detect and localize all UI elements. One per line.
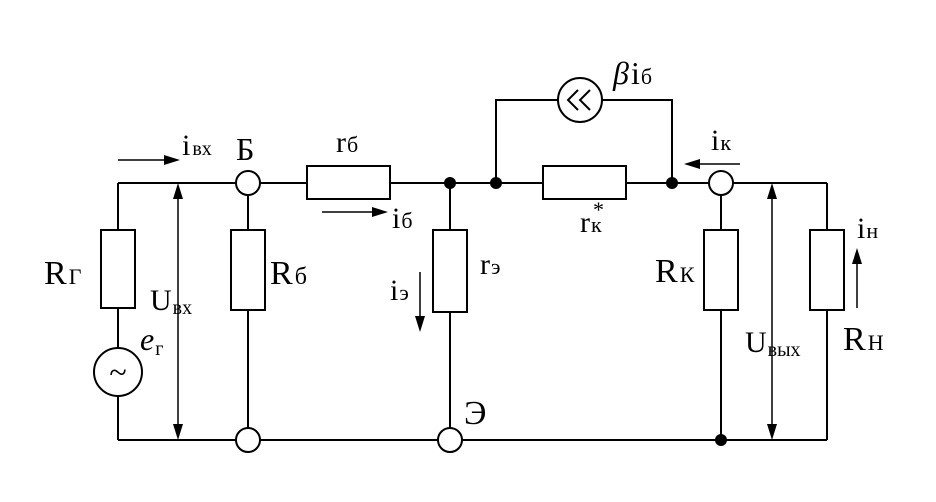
terminal-emitter-bottom: [437, 427, 463, 453]
label-r-collector: RК: [655, 253, 695, 290]
i-n-arrow-head: [852, 248, 862, 264]
label-i-b: iб: [392, 202, 413, 235]
label-node-emitter: Э: [464, 395, 486, 432]
i-k-arrow-head: [684, 159, 700, 169]
resistor-r-collector-star: [542, 165, 627, 200]
label-r-emitter: rэ: [480, 248, 500, 281]
label-i-k: iк: [711, 124, 731, 157]
current-source-chevron-1: [566, 89, 579, 111]
i-e-arrow-head: [415, 316, 425, 332]
resistor-r-load: [809, 229, 845, 311]
label-u-out: Uвых: [745, 326, 801, 361]
label-r-load: RН: [843, 321, 884, 358]
label-current-source: βiб: [612, 55, 652, 91]
resistor-r-base: [230, 229, 266, 311]
label-e-gen: eг: [140, 321, 163, 360]
junction-source-left: [490, 177, 502, 189]
ac-symbol: ~: [109, 354, 126, 390]
junction-emitter-top: [444, 177, 456, 189]
u-in-arrow-head-top: [173, 183, 183, 199]
ac-source-icon: [93, 347, 143, 397]
i-b-arrow-head: [372, 207, 388, 217]
resistor-r-emitter: [432, 229, 468, 313]
junction-source-right: [666, 177, 678, 189]
label-i-n: iн: [857, 212, 878, 245]
terminal-base-bottom: [235, 427, 261, 453]
label-r-collector-star: rк: [580, 206, 602, 239]
label-r-collector-star-sup: *: [593, 197, 604, 222]
label-node-base: Б: [236, 131, 254, 167]
label-r-base: Rб: [270, 255, 307, 292]
terminal-collector-top: [708, 170, 734, 196]
source-loop-left: [495, 99, 558, 183]
label-i-e: iэ: [390, 274, 409, 307]
resistor-r-gen: [100, 229, 136, 309]
current-source-chevron-2: [578, 89, 591, 111]
source-loop-right: [602, 99, 673, 183]
junction-collector-bottom: [715, 434, 727, 446]
i-in-arrow-head: [164, 155, 180, 165]
label-u-in: Uвх: [150, 284, 192, 319]
label-r-gen: RГ: [44, 255, 82, 292]
u-in-arrow-head-bottom: [173, 424, 183, 440]
label-r-b-series: rб: [336, 126, 358, 159]
u-out-arrow-head-top: [767, 183, 777, 199]
resistor-r-b-series: [306, 165, 391, 200]
resistor-r-collector: [703, 229, 739, 311]
terminal-base-top: [235, 170, 261, 196]
u-out-arrow-head-bottom: [767, 424, 777, 440]
